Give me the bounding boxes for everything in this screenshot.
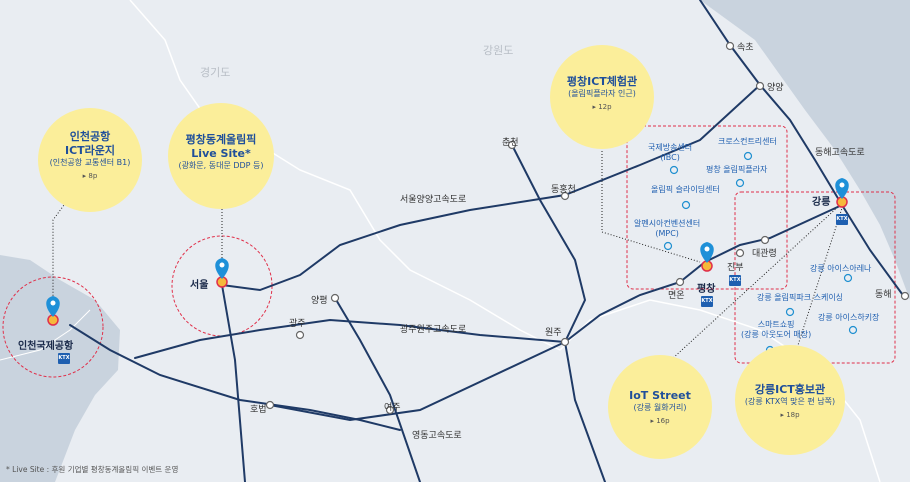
venue-name: 국제방송센터 xyxy=(648,143,693,152)
place-donghae: 동해 xyxy=(875,290,892,300)
venue-name: 평창 올림픽플라자 xyxy=(706,165,768,174)
place-jinbu: 진부 xyxy=(727,263,744,273)
place-sokcho: 속초 xyxy=(737,43,754,53)
place-nodes xyxy=(265,41,910,415)
venue-name: 강릉 아이스하키장 xyxy=(818,313,880,322)
pin-gangneung xyxy=(835,178,849,208)
bubble-title-2: Live Site* xyxy=(191,147,251,160)
venue-ice-arena[interactable]: 강릉 아이스아레나 xyxy=(810,264,871,274)
west-sea xyxy=(0,255,120,482)
ktx-icon: KTX xyxy=(58,353,70,364)
highway-network xyxy=(69,0,906,482)
bubble-subtitle: (강릉 월화거리) xyxy=(633,403,687,412)
venue-pc-plaza[interactable]: 평창 올림픽플라자 xyxy=(706,165,767,175)
venue-name: 강릉 올림픽파크 스케이싱 xyxy=(757,293,844,302)
venue-abbr: (MPC) xyxy=(655,229,679,238)
place-gwangju-wonju-highway: 광주원주고속도로 xyxy=(400,325,467,335)
bubble-subtitle: (올림픽플라자 인근) xyxy=(568,89,636,98)
bubble-title: IoT Street xyxy=(629,389,691,402)
city-pyeongchang[interactable]: 평창 xyxy=(697,284,716,295)
footnote: * Live Site : 후원 기업별 평창동계올림픽 이벤트 운영 xyxy=(6,465,179,474)
page-ref: ▸ 8p xyxy=(82,172,98,180)
bubble-subtitle: (인천공항 교통센터 B1) xyxy=(49,158,131,167)
bubble-promo[interactable]: 강릉ICT홍보관 (강릉 KTX역 맞은 편 남쪽) ▸ 18p xyxy=(735,345,845,455)
city-incheon-airport[interactable]: 인천국제공항 xyxy=(18,341,74,352)
venue-abbr: (강릉 아웃도어 매장) xyxy=(741,330,812,339)
bubble-incheon-lounge[interactable]: 인천공항 ICT라운지 (인천공항 교통센터 B1) ▸ 8p xyxy=(38,108,142,212)
bubble-title: 평창ICT체험관 xyxy=(566,75,638,88)
pin-incheon xyxy=(46,296,60,326)
venue-name: 스마트쇼핑 xyxy=(757,320,795,329)
bubble-experience[interactable]: 평창ICT체험관 (올림픽플라자 인근) ▸ 12p xyxy=(550,45,654,149)
bubble-iot-street[interactable]: IoT Street (강릉 월화거리) ▸ 16p xyxy=(608,355,712,459)
region-gangwon: 강원도 xyxy=(483,44,514,57)
venue-abbr: (IBC) xyxy=(660,153,680,162)
place-chuncheon: 춘천 xyxy=(502,138,519,148)
pin-seoul xyxy=(215,258,229,288)
venue-cross-country[interactable]: 크로스컨트리센터 xyxy=(718,137,777,147)
bubble-title: 평창동계올림픽 xyxy=(185,133,257,146)
place-daegwallyeong: 대관령 xyxy=(752,249,777,259)
place-yangpyeong: 양평 xyxy=(311,296,328,306)
venue-hockey[interactable]: 강릉 아이스하키장 xyxy=(818,313,879,323)
place-yangyang: 양양 xyxy=(767,83,784,93)
venue-alpensia[interactable]: 알펜시아컨벤션센터 (MPC) xyxy=(634,219,700,239)
province-border xyxy=(129,0,561,351)
bubble-title-2: ICT라운지 xyxy=(64,144,116,157)
city-seoul[interactable]: 서울 xyxy=(190,280,209,291)
bubble-subtitle: (강릉 KTX역 맞은 편 남쪽) xyxy=(744,397,836,406)
pyeongchang-zone xyxy=(626,125,788,290)
place-gwangju: 광주 xyxy=(289,319,306,329)
place-myeonon: 면온 xyxy=(668,291,685,301)
bubble-title: 강릉ICT홍보관 xyxy=(754,383,826,396)
place-yeongdong-highway: 영동고속도로 xyxy=(412,431,462,441)
venue-olympic-park[interactable]: 강릉 올림픽파크 스케이싱 xyxy=(757,293,843,303)
city-gangneung[interactable]: 강릉 xyxy=(812,197,831,208)
bubble-title: 인천공항 xyxy=(69,130,111,143)
venue-name: 강릉 아이스아레나 xyxy=(810,264,872,273)
ktx-icon: KTX xyxy=(729,275,741,286)
place-seoul-yangyang-highway: 서울양양고속도로 xyxy=(400,195,467,205)
place-donghongcheon: 동홍천 xyxy=(551,185,576,195)
venue-ibc[interactable]: 국제방송센터 (IBC) xyxy=(648,143,692,163)
bubble-live-site[interactable]: 평창동계올림픽 Live Site* (광화문, 동대문 DDP 등) xyxy=(168,103,274,209)
venue-sliding[interactable]: 올림픽 슬라이딩센터 xyxy=(651,185,720,195)
venue-name: 올림픽 슬라이딩센터 xyxy=(651,185,720,194)
pin-pyeongchang xyxy=(700,242,714,272)
page-ref: ▸ 18p xyxy=(780,411,800,419)
venue-smart-shopping[interactable]: 스마트쇼핑 (강릉 아웃도어 매장) xyxy=(741,320,811,340)
place-donghae-highway: 동해고속도로 xyxy=(815,148,865,158)
page-ref: ▸ 12p xyxy=(592,103,612,111)
place-wonju: 원주 xyxy=(545,328,562,338)
ktx-icon: KTX xyxy=(701,296,713,307)
bubble-subtitle: (광화문, 동대문 DDP 등) xyxy=(178,161,264,170)
place-hobeop: 호법 xyxy=(250,405,267,415)
place-yeoju: 여주 xyxy=(384,403,401,413)
east-sea xyxy=(700,0,910,300)
region-gyeonggi: 경기도 xyxy=(200,66,231,79)
venue-name: 크로스컨트리센터 xyxy=(718,137,777,146)
page-ref: ▸ 16p xyxy=(650,417,670,425)
ktx-icon: KTX xyxy=(836,214,848,225)
venue-name: 알펜시아컨벤션센터 xyxy=(634,219,701,228)
